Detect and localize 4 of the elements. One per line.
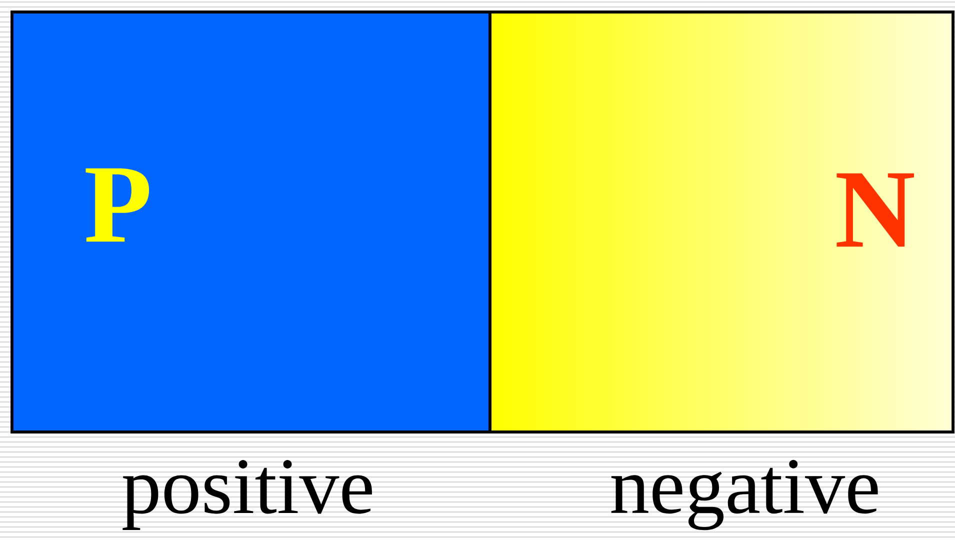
- node-label: positive: [122, 460, 372, 530]
- region-box: N: [488, 10, 954, 434]
- node-label: negative: [611, 460, 878, 530]
- region-box: P: [10, 10, 492, 434]
